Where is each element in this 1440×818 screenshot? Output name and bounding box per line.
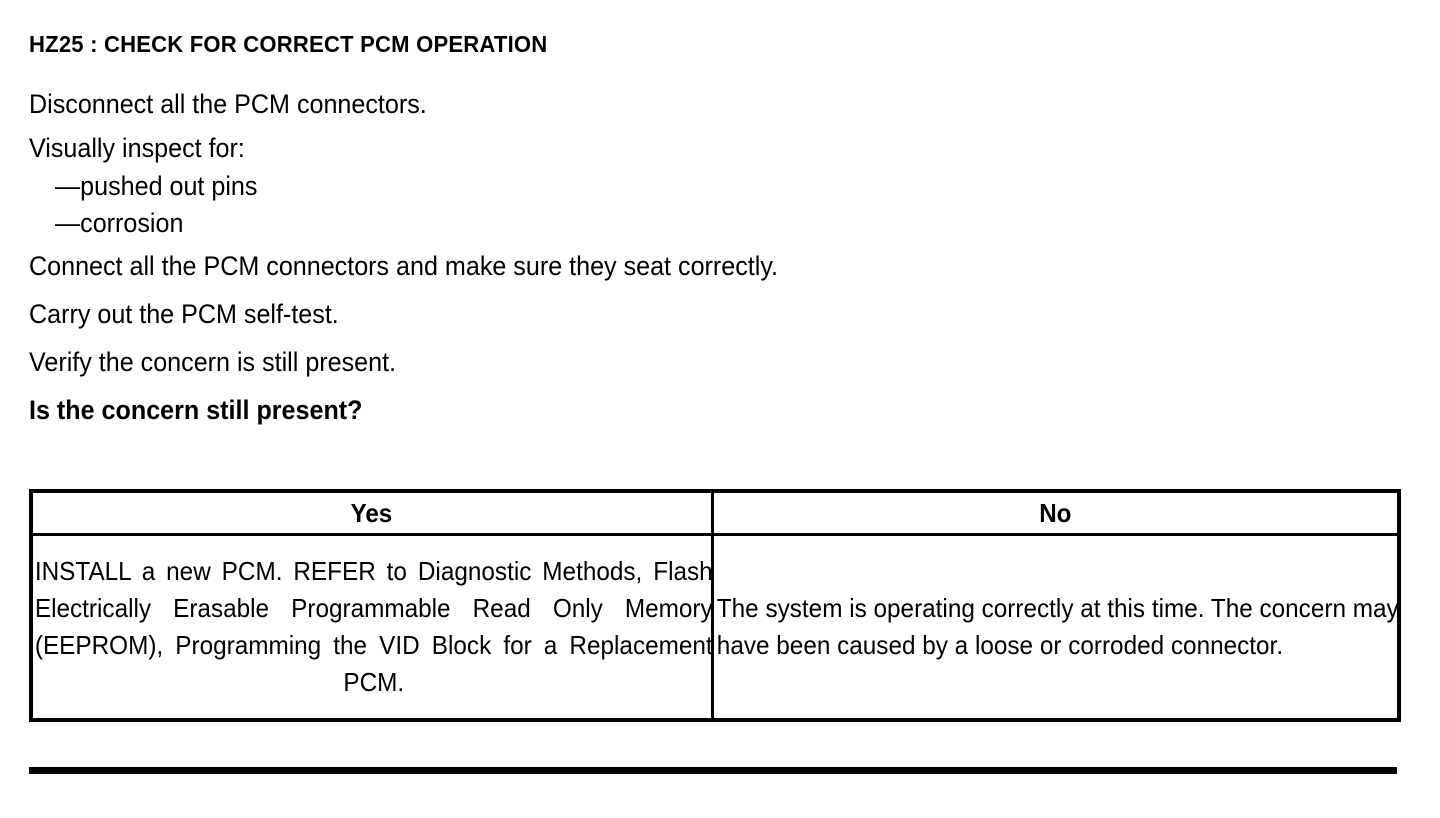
- page-title: HZ25 : CHECK FOR CORRECT PCM OPERATION: [29, 31, 548, 57]
- outcome-no-text: The system is operating correctly at thi…: [716, 593, 1399, 660]
- instruction-line: Visually inspect for:: [29, 133, 245, 163]
- table-header-row: Yes No: [29, 489, 1401, 536]
- column-header-yes: Yes: [29, 489, 714, 536]
- instruction-line: Disconnect all the PCM connectors.: [29, 89, 427, 119]
- outcome-table: Yes No INSTALL a new PCM. REFER to Diagn…: [29, 489, 1401, 722]
- section-divider: [29, 767, 1397, 774]
- instruction-list: Disconnect all the PCM connectors. Visua…: [29, 80, 1359, 434]
- table-row: INSTALL a new PCM. REFER to Diagnostic M…: [29, 533, 1401, 722]
- outcome-cell-no: The system is operating correctly at thi…: [710, 533, 1401, 722]
- outcome-yes-text: INSTALL a new PCM. REFER to Diagnostic M…: [34, 556, 713, 697]
- instruction-line: Connect all the PCM connectors and make …: [29, 251, 778, 281]
- instruction-sub-item: —pushed out pins: [55, 171, 258, 201]
- instruction-sub-item: —corrosion: [55, 208, 184, 238]
- column-header-no-label: No: [1039, 498, 1072, 528]
- instruction-line: Verify the concern is still present.: [29, 347, 397, 377]
- decision-question: Is the concern still present?: [29, 395, 363, 425]
- instruction-line: Carry out the PCM self-test.: [29, 299, 339, 329]
- column-header-no: No: [710, 489, 1401, 536]
- column-header-yes-label: Yes: [350, 498, 393, 528]
- outcome-cell-yes: INSTALL a new PCM. REFER to Diagnostic M…: [29, 533, 714, 722]
